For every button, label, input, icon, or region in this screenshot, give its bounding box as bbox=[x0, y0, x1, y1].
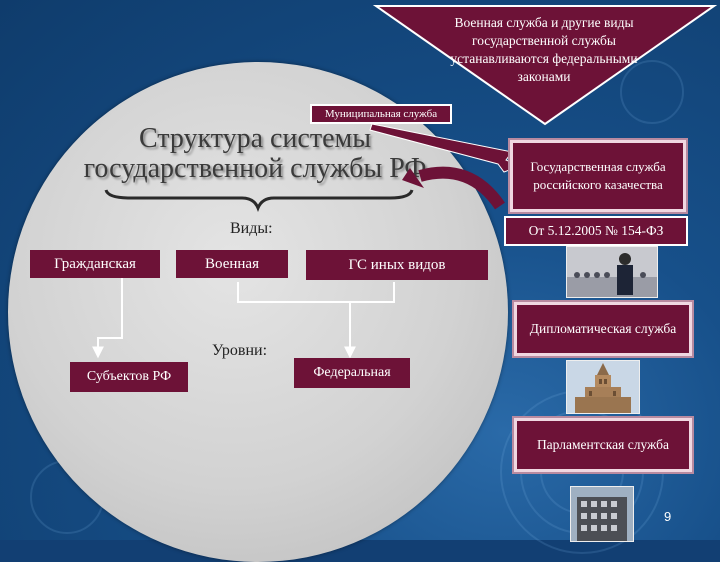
connector-military-other bbox=[237, 282, 395, 303]
level-federal-box: Федеральная bbox=[294, 358, 410, 388]
parliament-building-photo bbox=[570, 486, 634, 542]
type-civil-box: Гражданская bbox=[30, 250, 160, 278]
page-number: 9 bbox=[664, 509, 672, 524]
level-subjects-label: Субъектов РФ bbox=[86, 369, 172, 384]
parliamentary-service-box: Парламентская служба bbox=[514, 418, 692, 472]
connectors-layer bbox=[92, 123, 522, 359]
type-other-label: ГС иных видов bbox=[348, 256, 446, 273]
level-federal-label: Федеральная bbox=[313, 365, 391, 380]
type-civil-label: Гражданская bbox=[54, 255, 136, 272]
page-title: Структура системы государственной службы… bbox=[83, 123, 427, 184]
header-note: Военная служба и другие виды государстве… bbox=[450, 15, 638, 84]
type-military-box: Военная bbox=[176, 250, 288, 278]
diplomatic-service-box: Дипломатическая служба bbox=[514, 302, 692, 356]
type-other-box: ГС иных видов bbox=[306, 250, 488, 280]
parliamentary-service-label: Парламентская служба bbox=[536, 437, 670, 452]
law-reference-box: От 5.12.2005 № 154-ФЗ bbox=[504, 216, 688, 246]
diplomatic-service-label: Дипломатическая служба bbox=[529, 321, 677, 336]
municipal-service-label: Муниципальная служба bbox=[324, 108, 438, 120]
law-reference-label: От 5.12.2005 № 154-ФЗ bbox=[528, 223, 664, 238]
curved-arrow-law bbox=[418, 166, 505, 210]
type-military-label: Военная bbox=[205, 255, 259, 272]
arrow-to-cossack bbox=[369, 123, 522, 173]
guard-photo bbox=[566, 246, 658, 298]
ministry-building-photo bbox=[566, 360, 640, 414]
types-label: Виды: bbox=[230, 220, 273, 237]
connector-civil-subjects bbox=[92, 278, 123, 359]
municipal-service-box: Муниципальная служба bbox=[310, 104, 452, 124]
level-subjects-box: Субъектов РФ bbox=[70, 362, 188, 392]
levels-label: Уровни: bbox=[212, 342, 268, 359]
cossack-service-label: Государственная служба российского казач… bbox=[530, 159, 666, 192]
header-triangle bbox=[372, 5, 718, 126]
diagram-circle bbox=[8, 62, 508, 562]
cossack-service-box: Государственная служба российского казач… bbox=[510, 140, 686, 212]
title-brace bbox=[104, 189, 414, 213]
